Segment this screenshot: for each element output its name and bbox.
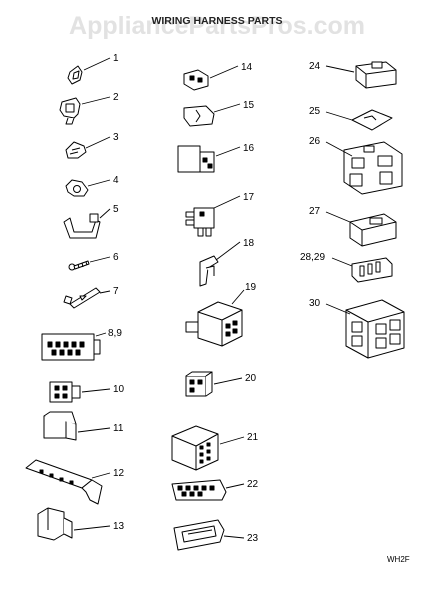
diagram-title: WIRING HARNESS PARTS xyxy=(151,15,282,27)
callout-24[interactable]: 24 xyxy=(309,61,321,72)
leader-line-12 xyxy=(91,472,111,479)
callout-14[interactable]: 14 xyxy=(241,62,253,73)
part-18-hook-terminal[interactable] xyxy=(199,255,219,287)
leader-line-18 xyxy=(215,241,241,261)
callout-25[interactable]: 25 xyxy=(309,106,321,117)
part-28-29-wire-harness[interactable] xyxy=(351,257,393,283)
part-20-connector[interactable] xyxy=(185,371,213,397)
part-1-clip[interactable] xyxy=(67,65,83,85)
leader-line-28-29 xyxy=(331,257,353,267)
leader-line-3 xyxy=(85,136,111,149)
leader-line-27 xyxy=(325,211,351,223)
callout-11[interactable]: 11 xyxy=(113,423,124,434)
part-13-plug[interactable] xyxy=(37,507,73,541)
callout-20[interactable]: 20 xyxy=(245,373,257,384)
callout-2[interactable]: 2 xyxy=(113,92,119,103)
callout-10[interactable]: 10 xyxy=(113,384,125,395)
leader-line-11 xyxy=(77,427,111,433)
part-24-housing[interactable] xyxy=(355,61,397,89)
part-8-9-multi-pin-connector[interactable] xyxy=(41,333,101,361)
part-23-edge-connector[interactable] xyxy=(173,519,225,551)
diagram-code: WH2F xyxy=(387,555,410,564)
callout-4[interactable]: 4 xyxy=(113,175,119,186)
part-14-connector[interactable] xyxy=(183,69,209,91)
callout-23[interactable]: 23 xyxy=(247,533,259,544)
part-26-assembly[interactable] xyxy=(343,141,403,195)
leader-line-2 xyxy=(81,96,111,105)
leader-line-4 xyxy=(87,179,111,187)
callout-13[interactable]: 13 xyxy=(113,521,125,532)
leader-line-24 xyxy=(325,65,355,73)
callout-28-29[interactable]: 28,29 xyxy=(300,252,325,263)
part-10-connector[interactable] xyxy=(49,381,81,403)
callout-19[interactable]: 19 xyxy=(245,282,257,293)
leader-line-13 xyxy=(73,525,111,531)
part-5-cable-clamp[interactable] xyxy=(63,213,101,239)
part-3-wire-clip[interactable] xyxy=(65,141,87,159)
part-16-connector[interactable] xyxy=(177,145,215,173)
leader-line-7 xyxy=(99,290,111,294)
leader-line-17 xyxy=(213,195,241,209)
watermark-text: AppliancePartsPros.com xyxy=(69,12,365,40)
leader-line-22 xyxy=(225,483,245,489)
part-17-terminal-block[interactable] xyxy=(185,207,215,237)
leader-line-1 xyxy=(83,57,111,71)
callout-6[interactable]: 6 xyxy=(113,252,119,263)
leader-line-30 xyxy=(325,303,351,315)
part-15-sleeve[interactable] xyxy=(183,105,215,127)
part-21-box-connector[interactable] xyxy=(171,425,219,471)
leader-line-8-9 xyxy=(95,332,107,337)
leader-line-23 xyxy=(223,535,245,539)
part-22-pin-header[interactable] xyxy=(171,479,227,501)
callout-16[interactable]: 16 xyxy=(243,143,255,154)
leader-line-19 xyxy=(231,289,245,305)
callout-17[interactable]: 17 xyxy=(243,192,255,203)
callout-7[interactable]: 7 xyxy=(113,286,119,297)
leader-line-21 xyxy=(219,436,245,445)
callout-30[interactable]: 30 xyxy=(309,298,321,309)
callout-18[interactable]: 18 xyxy=(243,238,255,249)
leader-line-10 xyxy=(81,388,111,393)
callout-15[interactable]: 15 xyxy=(243,100,255,111)
part-30-large-block[interactable] xyxy=(345,299,405,359)
part-7-tie-strap[interactable] xyxy=(63,287,101,309)
callout-5[interactable]: 5 xyxy=(113,204,119,215)
callout-1[interactable]: 1 xyxy=(113,53,119,64)
leader-line-14 xyxy=(209,65,239,79)
part-19-multi-connector[interactable] xyxy=(185,301,243,347)
part-27-relay-connector[interactable] xyxy=(349,213,397,247)
part-12-strip-connector[interactable] xyxy=(25,459,103,505)
leader-line-20 xyxy=(213,377,243,385)
leader-line-16 xyxy=(215,146,241,157)
leader-line-6 xyxy=(89,256,111,263)
leader-line-25 xyxy=(325,111,353,121)
callout-8-9[interactable]: 8,9 xyxy=(108,328,122,339)
callout-22[interactable]: 22 xyxy=(247,479,259,490)
callout-12[interactable]: 12 xyxy=(113,468,125,479)
part-4-round-clip[interactable] xyxy=(65,179,89,197)
part-2-bracket[interactable] xyxy=(59,97,81,125)
callout-26[interactable]: 26 xyxy=(309,136,321,147)
leader-line-5 xyxy=(99,208,111,219)
callout-3[interactable]: 3 xyxy=(113,132,119,143)
callout-27[interactable]: 27 xyxy=(309,206,321,217)
callout-21[interactable]: 21 xyxy=(247,432,259,443)
part-25-plate[interactable] xyxy=(351,109,393,131)
part-6-screw[interactable] xyxy=(68,260,90,271)
leader-line-26 xyxy=(325,141,353,157)
part-11-terminal-housing[interactable] xyxy=(43,411,77,441)
leader-line-15 xyxy=(213,103,241,113)
